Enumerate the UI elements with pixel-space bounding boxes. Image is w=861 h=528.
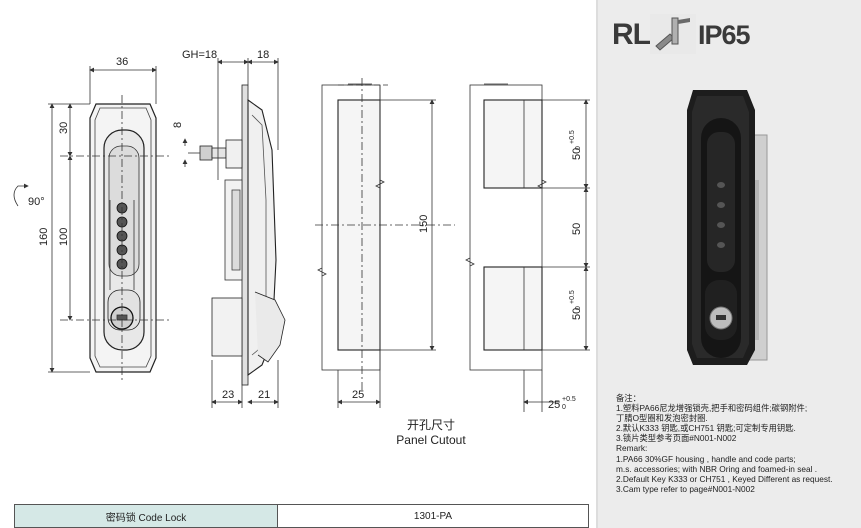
product-name: 密码锁 Code Lock bbox=[15, 505, 278, 527]
remarks-heading-cn: 备注： bbox=[616, 393, 641, 403]
remark-en-1: 1.PA66 30%GF housing , handle and code p… bbox=[616, 453, 796, 464]
remark-cn-3: 2.默认K333 钥匙,或CH751 钥匙;可定制专用钥匙. bbox=[616, 423, 796, 434]
dim-gh18: GH=18 bbox=[182, 49, 217, 61]
dim-150: 150 bbox=[418, 215, 430, 233]
remark-en-3: 2.Default Key K333 or CH751 , Keyed Diff… bbox=[616, 473, 833, 484]
dim-90deg: 90° bbox=[28, 196, 45, 208]
dim-tol-25-low: 0 bbox=[562, 404, 566, 411]
badge-ip65: IP65 bbox=[698, 20, 751, 50]
dim-25: 25 bbox=[352, 389, 364, 401]
remark-cn-2: 丁腈O型圈和发泡密封圈. bbox=[616, 413, 708, 424]
front-view bbox=[60, 95, 170, 380]
dim-25-b: 25 bbox=[548, 399, 560, 411]
dim-23: 23 bbox=[222, 389, 234, 401]
dim-160: 160 bbox=[38, 228, 50, 246]
dim-50-mid: 50 bbox=[571, 223, 583, 235]
dim-tol-bot: +0.5 bbox=[569, 290, 576, 304]
dim-30: 30 bbox=[58, 122, 70, 134]
badge-rl: RL bbox=[612, 18, 651, 51]
remark-cn-1: 1.塑料PA66尼龙增强锁壳,把手和密码组件;碳钢附件; bbox=[616, 403, 808, 414]
dim-tol-top-low: 0 bbox=[575, 146, 582, 150]
dim-50-top: 50 bbox=[571, 148, 583, 160]
cutout-caption-cn: 开孔尺寸 bbox=[406, 418, 455, 432]
side-view bbox=[188, 84, 286, 386]
dim-36: 36 bbox=[116, 56, 128, 68]
panel-cutout-full bbox=[315, 78, 455, 390]
product-code: 1301-PA bbox=[278, 505, 588, 527]
dim-50-bot: 50 bbox=[571, 308, 583, 320]
dim-100: 100 bbox=[58, 228, 70, 246]
dim-8: 8 bbox=[172, 122, 184, 128]
dim-21: 21 bbox=[258, 389, 270, 401]
dim-tol-bot-low: 0 bbox=[575, 306, 582, 310]
panel-cutout-caption: 开孔尺寸 Panel Cutout bbox=[386, 416, 476, 447]
product-photo bbox=[687, 90, 768, 365]
cutout-caption-en: Panel Cutout bbox=[396, 433, 466, 447]
remark-cn-4: 3.锁片类型参考页面#N001-N002 bbox=[616, 433, 737, 444]
dim-18: 18 bbox=[257, 49, 269, 61]
remarks: 备注： 1.塑料PA66尼龙增强锁壳,把手和密码组件;碳钢附件; 丁腈O型圈和发… bbox=[616, 393, 856, 494]
spec-badges: RL IP65 bbox=[612, 12, 751, 58]
title-block: 密码锁 Code Lock 1301-PA bbox=[14, 504, 589, 528]
remark-en-2: m.s. accessories; with NBR Oring and foa… bbox=[616, 463, 818, 474]
remarks-heading-en: Remark: bbox=[616, 443, 648, 454]
remark-en-4: 3.Cam type refer to page#N001-N002 bbox=[616, 483, 755, 494]
lock-handle-icon bbox=[650, 14, 696, 54]
dim-tol-25: +0.5 bbox=[562, 396, 576, 403]
panel-cutout-split bbox=[465, 84, 547, 371]
dim-tol-top: +0.5 bbox=[569, 130, 576, 144]
